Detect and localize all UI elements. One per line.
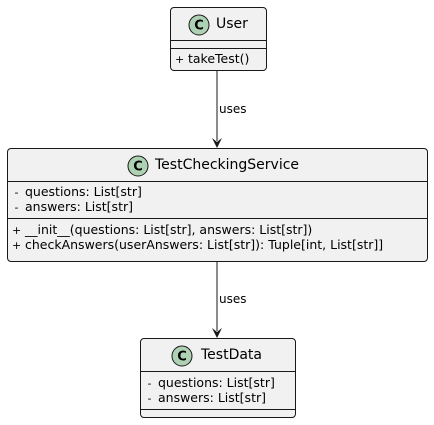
attribute-row: - questions: List[str] <box>12 185 142 200</box>
divider <box>8 218 427 219</box>
divider <box>141 371 295 372</box>
relation-label: uses <box>219 292 247 306</box>
divider <box>141 409 295 410</box>
attribute-row: - answers: List[str] <box>145 391 267 406</box>
divider <box>8 181 427 182</box>
class-name: TestCheckingService <box>155 157 300 173</box>
private-visibility-icon: - <box>147 377 152 390</box>
attribute-row: - answers: List[str] <box>12 200 134 215</box>
relation-service-data <box>212 262 222 338</box>
divider <box>171 48 266 49</box>
svg-text:C: C <box>177 350 187 365</box>
private-visibility-icon: - <box>14 201 19 214</box>
relation-label: uses <box>219 102 247 116</box>
method-row: + takeTest() <box>175 51 250 67</box>
svg-text:C: C <box>194 19 204 34</box>
public-visibility-icon: + <box>175 53 185 66</box>
class-name: TestData <box>201 347 262 363</box>
method-row: + __init__(questions: List[str], answers… <box>12 222 313 238</box>
class-user[interactable]: C User + takeTest() <box>170 7 267 71</box>
class-c-icon: C <box>127 155 149 177</box>
arrowhead-icon <box>212 328 222 338</box>
private-visibility-icon: - <box>147 392 152 405</box>
public-visibility-icon: + <box>12 224 22 237</box>
class-name: User <box>216 16 248 32</box>
class-test-data[interactable]: C TestData - questions: List[str] - answ… <box>140 338 296 418</box>
public-visibility-icon: + <box>12 239 22 252</box>
method-row: + checkAnswers(userAnswers: List[str]): … <box>12 237 384 253</box>
divider <box>171 40 266 41</box>
class-test-checking-service[interactable]: C TestCheckingService - questions: List[… <box>7 148 428 262</box>
private-visibility-icon: - <box>14 186 19 199</box>
relation-user-service <box>212 71 222 148</box>
class-c-icon: C <box>171 345 193 367</box>
attribute-row: - questions: List[str] <box>145 376 275 391</box>
class-c-icon: C <box>188 14 210 36</box>
svg-text:C: C <box>133 160 143 175</box>
arrowhead-icon <box>212 138 222 148</box>
